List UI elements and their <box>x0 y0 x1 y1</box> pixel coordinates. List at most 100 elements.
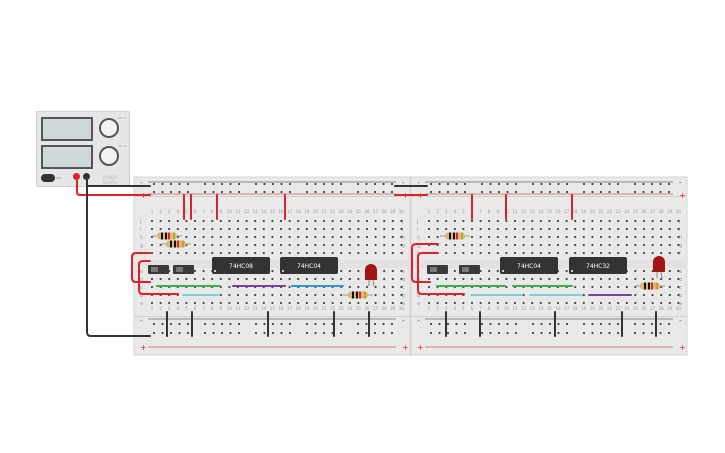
breadboard-hole[interactable] <box>651 219 654 223</box>
rail-hole[interactable] <box>229 331 232 335</box>
rail-hole[interactable] <box>161 182 164 186</box>
breadboard-hole[interactable] <box>297 235 300 239</box>
rail-hole[interactable] <box>446 331 450 335</box>
rail-hole[interactable] <box>489 182 492 186</box>
breadboard-hole[interactable] <box>522 277 525 281</box>
breadboard-hole[interactable] <box>617 235 620 239</box>
breadboard-hole[interactable] <box>211 227 214 231</box>
breadboard-hole[interactable] <box>582 243 585 247</box>
breadboard-hole[interactable] <box>383 285 386 289</box>
rail-hole[interactable] <box>429 182 433 186</box>
rail-hole[interactable] <box>608 322 611 326</box>
breadboard-hole[interactable] <box>677 269 680 273</box>
rail-hole[interactable] <box>186 331 190 335</box>
breadboard-hole[interactable] <box>591 251 594 255</box>
slide-switch-knob[interactable] <box>430 267 437 272</box>
rail-hole[interactable] <box>540 182 543 186</box>
breadboard-hole[interactable] <box>668 293 671 297</box>
breadboard-hole[interactable] <box>677 301 680 305</box>
rail-hole[interactable] <box>548 322 552 326</box>
breadboard-hole[interactable] <box>548 219 551 223</box>
rail-hole[interactable] <box>390 322 394 326</box>
breadboard-hole[interactable] <box>634 243 637 247</box>
rail-hole[interactable] <box>280 190 283 194</box>
breadboard-hole[interactable] <box>668 243 671 247</box>
breadboard-hole[interactable] <box>383 219 386 223</box>
breadboard-hole[interactable] <box>522 227 525 231</box>
rail-hole[interactable] <box>212 190 215 194</box>
rail-hole[interactable] <box>314 190 317 194</box>
breadboard-hole[interactable] <box>617 243 620 247</box>
breadboard-hole[interactable] <box>185 235 188 239</box>
breadboard-hole[interactable] <box>462 227 465 231</box>
breadboard-hole[interactable] <box>288 243 291 247</box>
rail-hole[interactable] <box>356 182 360 186</box>
breadboard-hole[interactable] <box>599 219 603 223</box>
breadboard-hole[interactable] <box>322 235 326 239</box>
breadboard-hole[interactable] <box>211 277 214 281</box>
breadboard-hole[interactable] <box>453 301 456 305</box>
breadboard-hole[interactable] <box>297 301 300 305</box>
breadboard-hole[interactable] <box>531 219 534 223</box>
breadboard-hole[interactable] <box>254 251 257 255</box>
breadboard-hole[interactable] <box>445 301 448 305</box>
breadboard-hole[interactable] <box>453 251 456 255</box>
breadboard-hole[interactable] <box>651 277 654 281</box>
breadboard-hole[interactable] <box>340 293 343 297</box>
breadboard-hole[interactable] <box>348 277 351 281</box>
breadboard-hole[interactable] <box>383 293 386 297</box>
rail-hole[interactable] <box>514 331 518 335</box>
breadboard-hole[interactable] <box>202 219 205 223</box>
rail-hole[interactable] <box>169 182 173 186</box>
breadboard-hole[interactable] <box>288 235 291 239</box>
breadboard-hole[interactable] <box>591 243 594 247</box>
breadboard-hole[interactable] <box>668 227 671 231</box>
breadboard-hole[interactable] <box>150 285 154 289</box>
breadboard-hole[interactable] <box>314 235 317 239</box>
power-ground-wire-bottom[interactable] <box>86 185 151 337</box>
rail-hole[interactable] <box>212 331 215 335</box>
rail-hole[interactable] <box>365 331 368 335</box>
breadboard-hole[interactable] <box>539 243 542 247</box>
breadboard-hole[interactable] <box>340 251 343 255</box>
rail-hole[interactable] <box>212 322 215 326</box>
breadboard-hole[interactable] <box>383 269 386 273</box>
breadboard-hole[interactable] <box>340 269 343 273</box>
breadboard-hole[interactable] <box>488 269 491 273</box>
breadboard-hole[interactable] <box>297 251 300 255</box>
breadboard-hole[interactable] <box>374 219 377 223</box>
rail-hole[interactable] <box>254 331 258 335</box>
breadboard-hole[interactable] <box>625 243 628 247</box>
led[interactable] <box>653 256 665 272</box>
breadboard-hole[interactable] <box>427 277 431 281</box>
breadboard-hole[interactable] <box>660 235 663 239</box>
breadboard-hole[interactable] <box>262 293 265 297</box>
breadboard-hole[interactable] <box>236 293 240 297</box>
rail-hole[interactable] <box>220 190 224 194</box>
rail-hole[interactable] <box>642 322 645 326</box>
breadboard-hole[interactable] <box>288 227 291 231</box>
breadboard-hole[interactable] <box>608 301 611 305</box>
breadboard-hole[interactable] <box>271 269 274 273</box>
breadboard-hole[interactable] <box>168 227 171 231</box>
breadboard-hole[interactable] <box>288 219 291 223</box>
breadboard-hole[interactable] <box>470 235 474 239</box>
breadboard-hole[interactable] <box>262 235 265 239</box>
breadboard-hole[interactable] <box>202 227 205 231</box>
breadboard-hole[interactable] <box>340 277 343 281</box>
breadboard-hole[interactable] <box>150 219 154 223</box>
breadboard-hole[interactable] <box>236 243 240 247</box>
rail-hole[interactable] <box>203 182 207 186</box>
rail-hole[interactable] <box>169 190 173 194</box>
breadboard-hole[interactable] <box>513 301 517 305</box>
breadboard-hole[interactable] <box>279 235 283 239</box>
breadboard-hole[interactable] <box>219 243 222 247</box>
breadboard-hole[interactable] <box>400 227 403 231</box>
voltage-knob[interactable] <box>99 118 119 138</box>
breadboard-hole[interactable] <box>479 251 482 255</box>
breadboard-hole[interactable] <box>582 227 585 231</box>
breadboard-hole[interactable] <box>340 243 343 247</box>
breadboard-hole[interactable] <box>400 277 403 281</box>
breadboard-hole[interactable] <box>279 227 283 231</box>
breadboard-hole[interactable] <box>522 301 525 305</box>
